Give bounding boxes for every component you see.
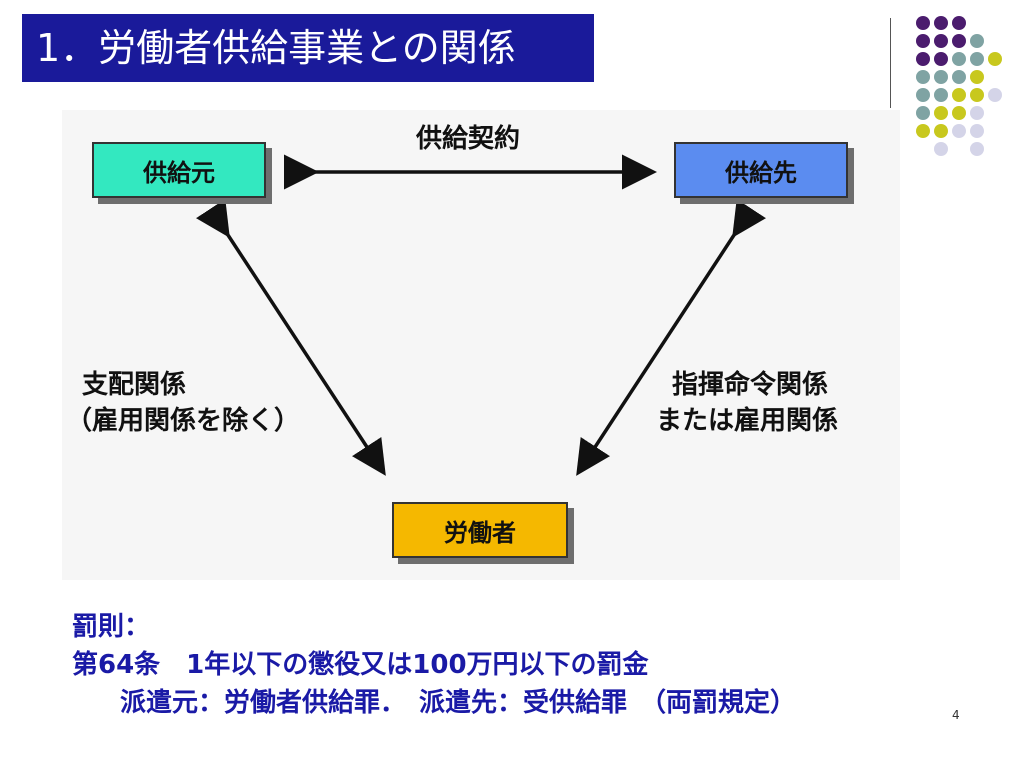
penalty-line1: 第64条 1年以下の懲役又は100万円以下の罰金 — [72, 650, 649, 680]
control-label-line1: 支配関係 — [82, 370, 187, 400]
command-label-line2: または雇用関係 — [656, 406, 839, 436]
penalty-heading: 罰則： — [72, 612, 151, 642]
control-arrow — [196, 198, 386, 476]
supplier-box: 供給元 — [92, 142, 266, 198]
contract-label: 供給契約 — [416, 124, 521, 154]
control-label-line2: （雇用関係を除く） — [66, 406, 301, 436]
worker-box: 労働者 — [392, 502, 568, 558]
header-divider — [890, 18, 891, 108]
command-arrow — [576, 198, 766, 476]
page-number: 4 — [952, 708, 960, 722]
command-label-line1: 指揮命令関係 — [672, 370, 829, 400]
penalty-line2: 派遣元：労働者供給罪． 派遣先：受供給罪 （両罰規定） — [120, 688, 797, 718]
decorative-dot-grid — [900, 12, 1020, 172]
recipient-box: 供給先 — [674, 142, 848, 198]
page-title: 1．労働者供給事業との関係 — [22, 14, 594, 82]
